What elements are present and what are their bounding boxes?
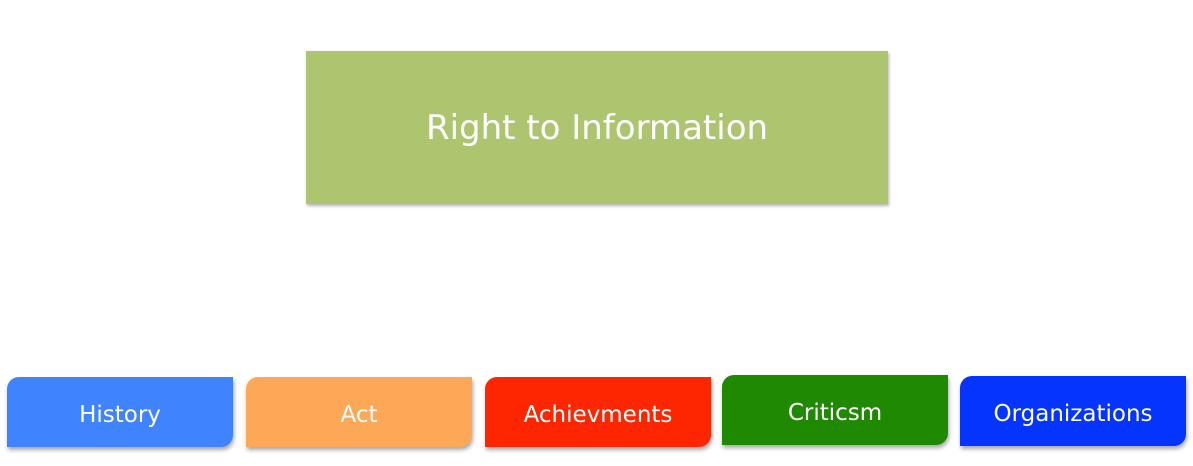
node-organizations: Organizations <box>960 376 1186 446</box>
root-node-label: Right to Information <box>425 107 769 148</box>
node-label: Organizations <box>993 401 1153 427</box>
node-criticism: Criticsm <box>722 375 948 445</box>
node-label: History <box>79 402 161 428</box>
node-history: History <box>7 377 233 447</box>
node-label: Achievments <box>523 402 673 428</box>
node-label: Act <box>340 402 378 428</box>
node-achievements: Achievments <box>485 377 711 447</box>
node-act: Act <box>246 377 472 447</box>
root-node-right-to-information: Right to Information <box>306 51 888 204</box>
node-label: Criticsm <box>787 400 883 426</box>
